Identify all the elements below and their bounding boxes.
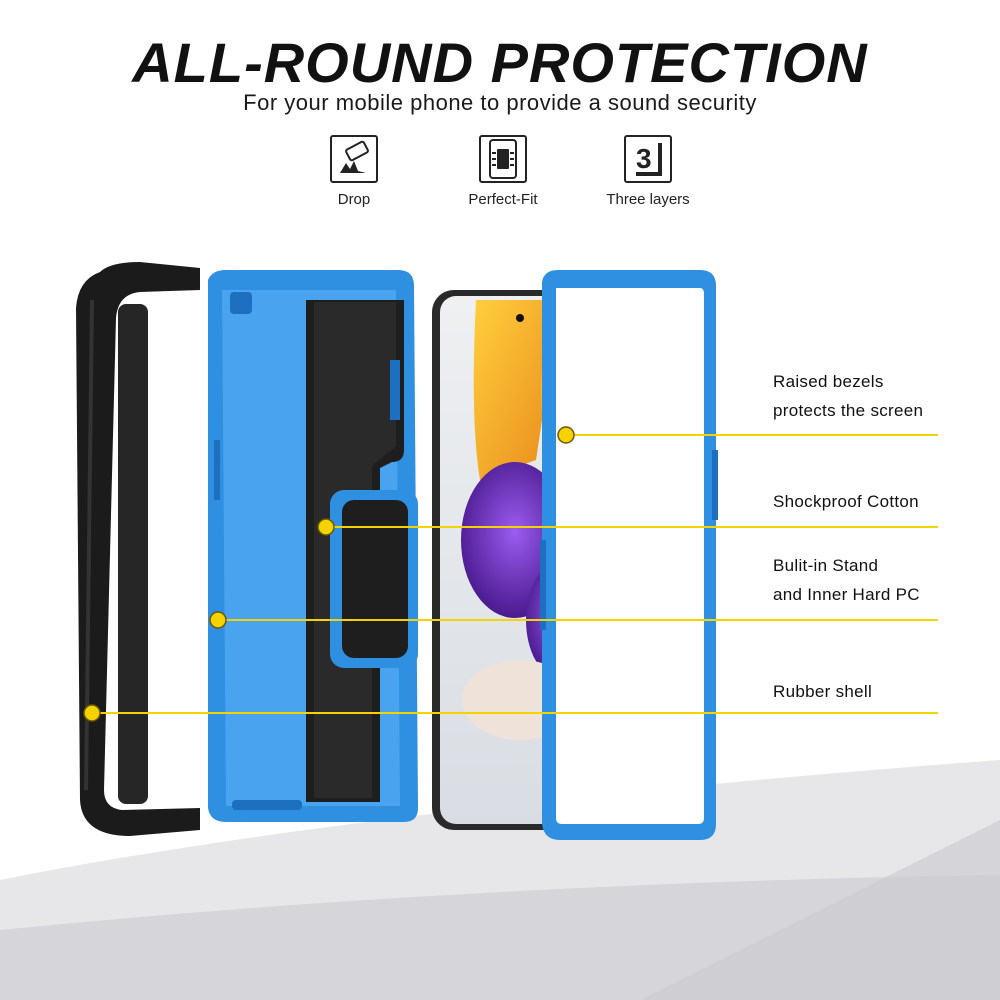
three-layers-glyph: 3 [636, 143, 652, 174]
callout-shockproof-cotton-line1: Shockproof Cotton [773, 492, 919, 511]
callout-rubber-shell-line1: Rubber shell [773, 682, 873, 701]
callout-rubber-shell: Rubber shell [773, 677, 872, 706]
inner-hard-pc [208, 270, 418, 822]
callout-built-in-stand: Bulit-in Stand and Inner Hard PC [773, 551, 920, 609]
page-title: ALL-ROUND PROTECTION [132, 31, 868, 94]
feature-drop: Drop [284, 135, 424, 208]
callout-dot-cotton [317, 518, 335, 536]
page-subtitle: For your mobile phone to provide a sound… [243, 90, 757, 115]
feature-three-layers-label: Three layers [606, 191, 690, 208]
callout-shockproof-cotton: Shockproof Cotton [773, 487, 919, 516]
callout-raised-bezels-line2: protects the screen [773, 401, 924, 420]
callout-built-in-stand-line2: and Inner Hard PC [773, 585, 920, 604]
perfect-fit-icon [479, 135, 527, 183]
callout-lines [83, 426, 938, 722]
feature-perfect-fit-label: Perfect-Fit [468, 191, 538, 208]
rubber-shell [76, 262, 200, 836]
drop-icon [330, 135, 378, 183]
three-layers-icon: 3 [624, 135, 672, 183]
raised-bezel-frame [540, 270, 718, 840]
callout-built-in-stand-line1: Bulit-in Stand [773, 556, 879, 575]
callout-raised-bezels-line1: Raised bezels [773, 372, 884, 391]
callout-dot-stand [209, 611, 227, 629]
feature-drop-label: Drop [337, 191, 371, 208]
callout-raised-bezels: Raised bezels protects the screen [773, 367, 923, 425]
callout-dot-rubber [83, 704, 101, 722]
feature-perfect-fit: Perfect-Fit [433, 135, 573, 208]
callout-dot-bezels [557, 426, 575, 444]
feature-three-layers: 3 Three layers [578, 135, 718, 208]
